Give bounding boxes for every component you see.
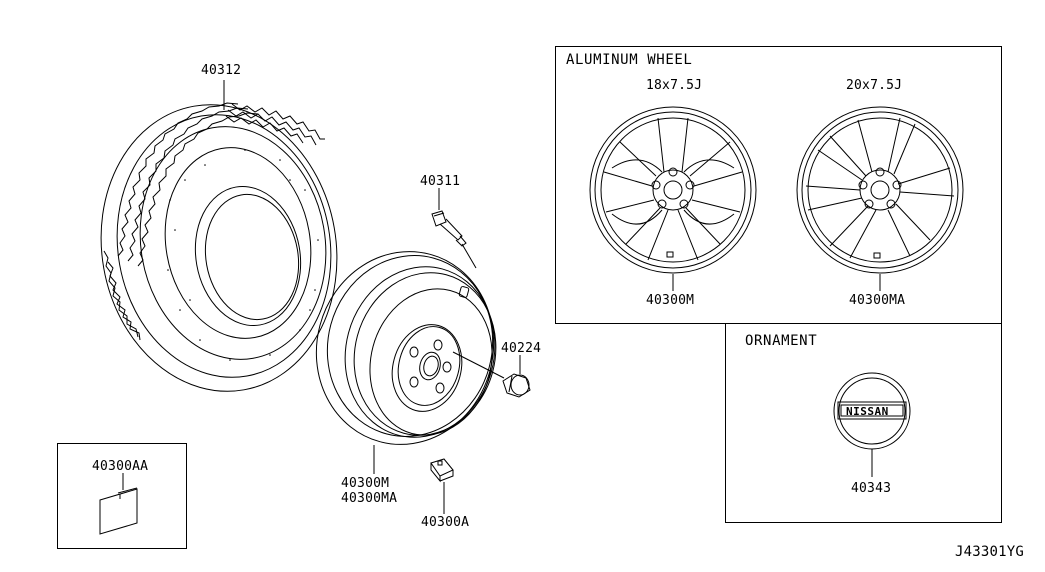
wheel-nut-illustration xyxy=(502,373,531,398)
part-number-alloy-18: 40300M xyxy=(646,293,695,308)
balance-weight-illustration xyxy=(430,458,454,483)
part-number-valve: 40311 xyxy=(420,174,461,189)
ornament-title: ORNAMENT xyxy=(745,333,818,349)
steel-wheel-illustration xyxy=(315,251,497,445)
aluminum-wheel-box xyxy=(555,46,1002,324)
part-number-wheel-nut: 40224 xyxy=(501,341,542,356)
alloy-wheel-20-illustration xyxy=(796,106,964,274)
wheel-size-20-label: 20x7.5J xyxy=(846,78,903,93)
nut-to-wheel-line xyxy=(452,351,505,379)
part-number-balance-weight: 40300A xyxy=(421,515,470,530)
part-number-steel-wheel-a: 40300M xyxy=(341,476,390,491)
part-number-steel-wheel-b: 40300MA xyxy=(341,491,398,506)
aluminum-wheel-title: ALUMINUM WHEEL xyxy=(566,52,693,68)
diagram-code: J43301YG xyxy=(955,544,1025,560)
wheel-size-18-label: 18x7.5J xyxy=(646,78,703,93)
ornament-box xyxy=(725,323,1002,523)
alloy-wheel-18-illustration xyxy=(589,106,757,274)
tire-illustration xyxy=(100,102,338,392)
part-number-alloy-20: 40300MA xyxy=(849,293,906,308)
part-number-tire: 40312 xyxy=(201,63,242,78)
part-number-ornament: 40343 xyxy=(851,481,892,496)
ornament-emblem-illustration xyxy=(833,372,911,450)
part-number-adhesive-weight: 40300AA xyxy=(92,459,149,474)
valve-illustration xyxy=(431,210,467,247)
adhesive-weight-box xyxy=(57,443,187,549)
emblem-text: NISSAN xyxy=(846,405,889,418)
valve-to-wheel-line xyxy=(461,243,477,269)
adhesive-weight-illustration xyxy=(99,487,138,535)
